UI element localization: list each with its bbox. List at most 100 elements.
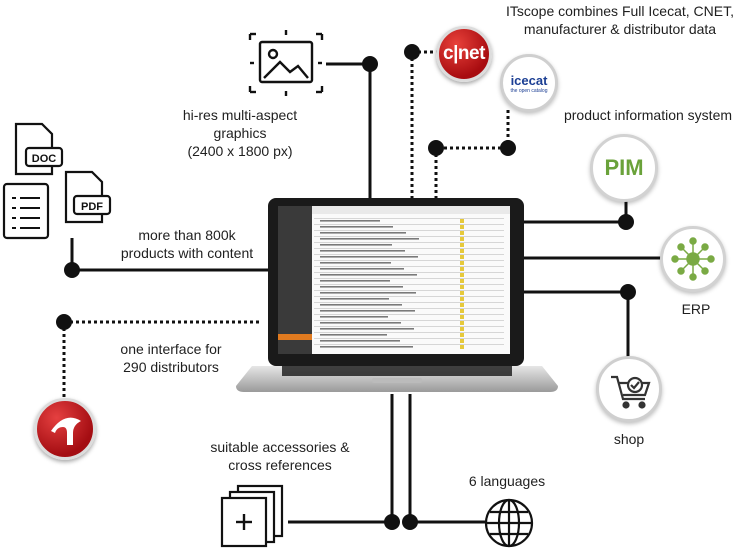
table-row-text [320,304,402,306]
graphics-label-line2: graphics [213,125,267,141]
table-row-text [320,256,418,258]
list-file-icon [2,182,50,240]
app-sidebar [278,206,312,354]
table-row [314,254,504,255]
table-row-text [320,262,391,264]
globe-icon [484,498,534,548]
table-row-flag [460,291,464,295]
table-row [314,260,504,261]
itscope-combines-line2: manufacturer & distributor data [523,21,717,37]
table-row-text [320,280,390,282]
table-row [314,344,504,345]
table-row [314,248,504,249]
table-row [314,236,504,237]
table-row-flag [460,261,464,265]
table-row-text [320,244,392,246]
pdf-file-icon: PDF [64,170,112,224]
shop-label: shop [613,431,645,447]
table-row-flag [460,219,464,223]
table-row [314,284,504,285]
table-row [314,296,504,297]
pis-label: product information system [563,107,733,123]
table-row-flag [460,285,464,289]
table-row-flag [460,327,464,331]
table-row-flag [460,297,464,301]
table-row-text [320,250,405,252]
table-row [314,230,504,231]
table-row-text [320,238,419,240]
graphics-label-line3: (2400 x 1800 px) [187,143,293,159]
table-row-text [320,334,387,336]
app-sidebar-accent [278,334,312,340]
erp-network-icon [671,237,715,281]
graphics-label-line1: hi-res multi-aspect [182,107,298,123]
table-row [314,272,504,273]
table-row-flag [460,345,464,349]
cnet-logo: c|net [436,26,492,82]
erp-badge [660,226,726,292]
distributors-label-line1: one interface for [120,341,222,357]
shop-badge [596,356,662,422]
table-row-flag [460,321,464,325]
table-row-text [320,268,404,270]
stacked-documents-plus-icon [220,484,284,548]
table-row-text [320,310,415,312]
icecat-logo-text: icecat [510,72,548,88]
doc-file-icon: DOC [14,122,64,176]
graphics-label: hi-res multi-aspect graphics (2400 x 180… [160,106,320,160]
table-row-flag [460,249,464,253]
icecat-logo: icecat the open catalog [500,54,558,112]
table-row-text [320,322,401,324]
table-row-flag [460,333,464,337]
table-row-text [320,298,389,300]
table-row [314,314,504,315]
documents-icons: DOC PDF [2,122,112,240]
image-icon [248,30,324,96]
distributors-label: one interface for 290 distributors [96,340,246,376]
table-row-flag [460,315,464,319]
itscope-logo-icon [51,417,81,445]
table-row-flag [460,225,464,229]
doc-file-label: DOC [32,153,57,165]
cnet-logo-text: c|net [443,43,485,64]
table-row-flag [460,267,464,271]
table-row [314,338,504,339]
table-row [314,242,504,243]
table-row [314,278,504,279]
table-row-flag [460,279,464,283]
pim-badge-text: PIM [604,155,644,180]
table-row [314,224,504,225]
table-row [314,218,504,219]
table-row [314,320,504,321]
products-label: more than 800k products with content [112,226,262,262]
table-row-text [320,328,414,330]
table-row-flag [460,243,464,247]
distributors-label-line2: 290 distributors [123,359,219,375]
table-row-text [320,232,406,234]
table-row-flag [460,303,464,307]
accessories-label-line2: cross references [228,457,332,473]
languages-label: 6 languages [468,473,546,489]
table-row-text [320,346,413,348]
laptop-screen [278,206,510,354]
table-row-flag [460,231,464,235]
itscope-logo [34,398,96,460]
icecat-logo-subtext: the open catalog [510,87,548,94]
table-row-text [320,226,393,228]
pdf-file-label: PDF [81,201,103,213]
table-row-text [320,292,416,294]
table-row-flag [460,255,464,259]
table-row-flag [460,237,464,241]
pim-badge: PIM [590,134,658,202]
table-row-text [320,286,403,288]
products-label-line1: more than 800k [138,227,236,243]
table-row [314,266,504,267]
table-row-flag [460,273,464,277]
table-row-text [320,340,400,342]
table-row [314,332,504,333]
app-header [312,206,510,214]
table-row [314,302,504,303]
accessories-label: suitable accessories & cross references [180,438,380,474]
table-row-text [320,220,380,222]
